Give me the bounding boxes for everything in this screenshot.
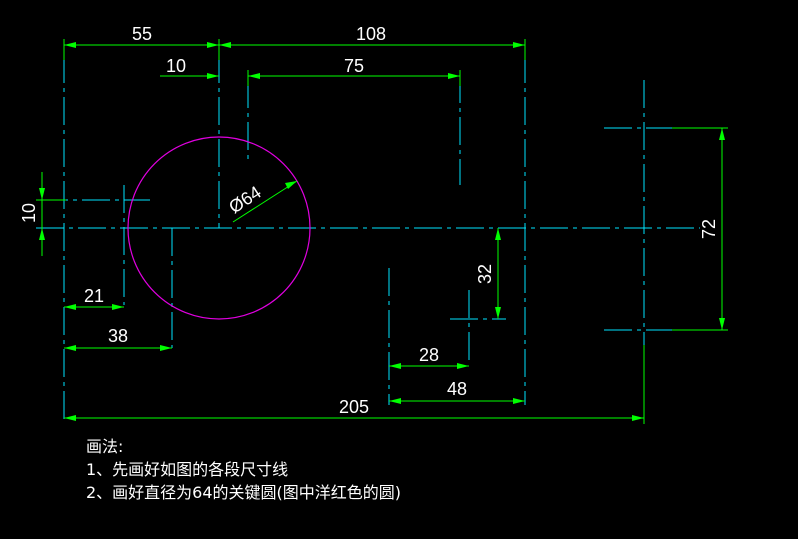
dimension-lines — [36, 39, 728, 424]
dim-72-label: 72 — [699, 219, 719, 239]
dim-205-label: 205 — [339, 397, 369, 417]
dim-55-label: 55 — [132, 24, 152, 44]
centerlines — [36, 55, 700, 422]
notes-heading: 画法: — [86, 437, 124, 456]
key-circle — [127, 136, 311, 320]
notes-step-1: 1、先画好如图的各段尺寸线 — [86, 460, 289, 479]
dim-108-label: 108 — [356, 24, 386, 44]
dim-48-label: 48 — [447, 379, 467, 399]
dim-10-left-label: 10 — [19, 203, 39, 223]
arrowheads — [39, 42, 725, 421]
dim-38-label: 38 — [108, 326, 128, 346]
dim-32-label: 32 — [475, 264, 495, 284]
notes-step-2: 2、画好直径为64的关键圆(图中洋红色的圆) — [86, 483, 402, 502]
dim-75-label: 75 — [344, 56, 364, 76]
dim-21-label: 21 — [84, 286, 104, 306]
dim-28-label: 28 — [419, 345, 439, 365]
diameter-leader — [232, 180, 298, 223]
dim-10-top-label: 10 — [166, 56, 186, 76]
diameter-label: Ø64 — [225, 182, 264, 217]
